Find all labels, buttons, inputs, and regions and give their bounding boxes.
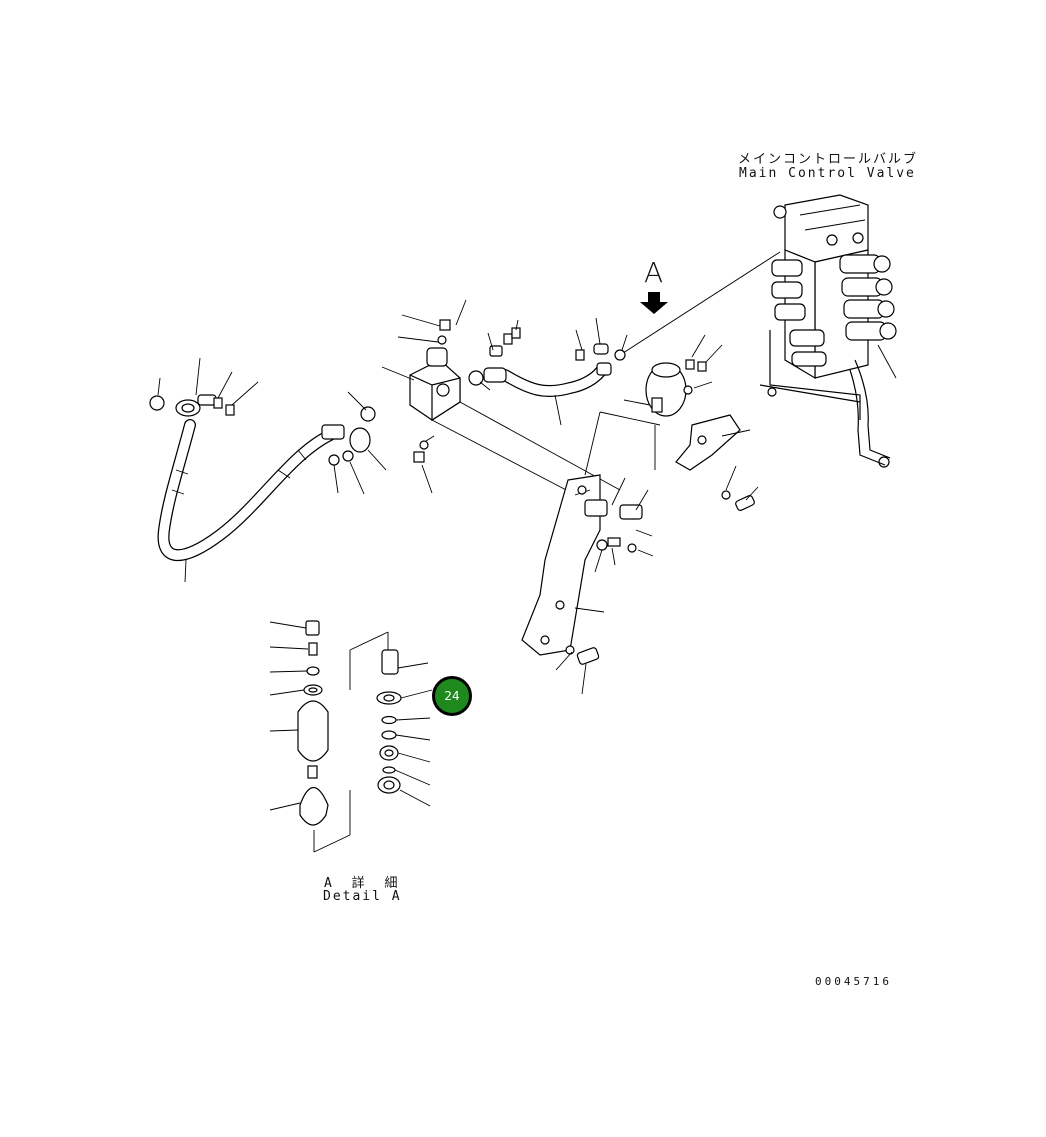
main-control-valve-label-en: Main Control Valve [739,166,916,181]
bracket [675,414,755,511]
main-control-valve-label-jp: メインコントロールバルブ [738,152,919,167]
drawing-number: 00045716 [815,975,892,988]
view-a-letter: A [644,256,664,289]
main-control-valve [759,194,897,468]
hose-left-fitting-top [149,394,235,417]
mounting-plate [521,474,643,665]
detail-a [269,620,433,853]
leader-lines [157,299,759,695]
accumulator [645,359,707,470]
hose-left [157,419,336,562]
hose-middle [483,327,626,398]
part-callout-24[interactable]: 24 [432,676,472,716]
view-arrow [640,292,668,314]
detail-a-label-jp: A 詳 細 [324,876,404,891]
hose-left-fitting-bottom [321,406,376,466]
valve-block [409,319,484,463]
detail-a-label-en: Detail A [323,889,402,904]
